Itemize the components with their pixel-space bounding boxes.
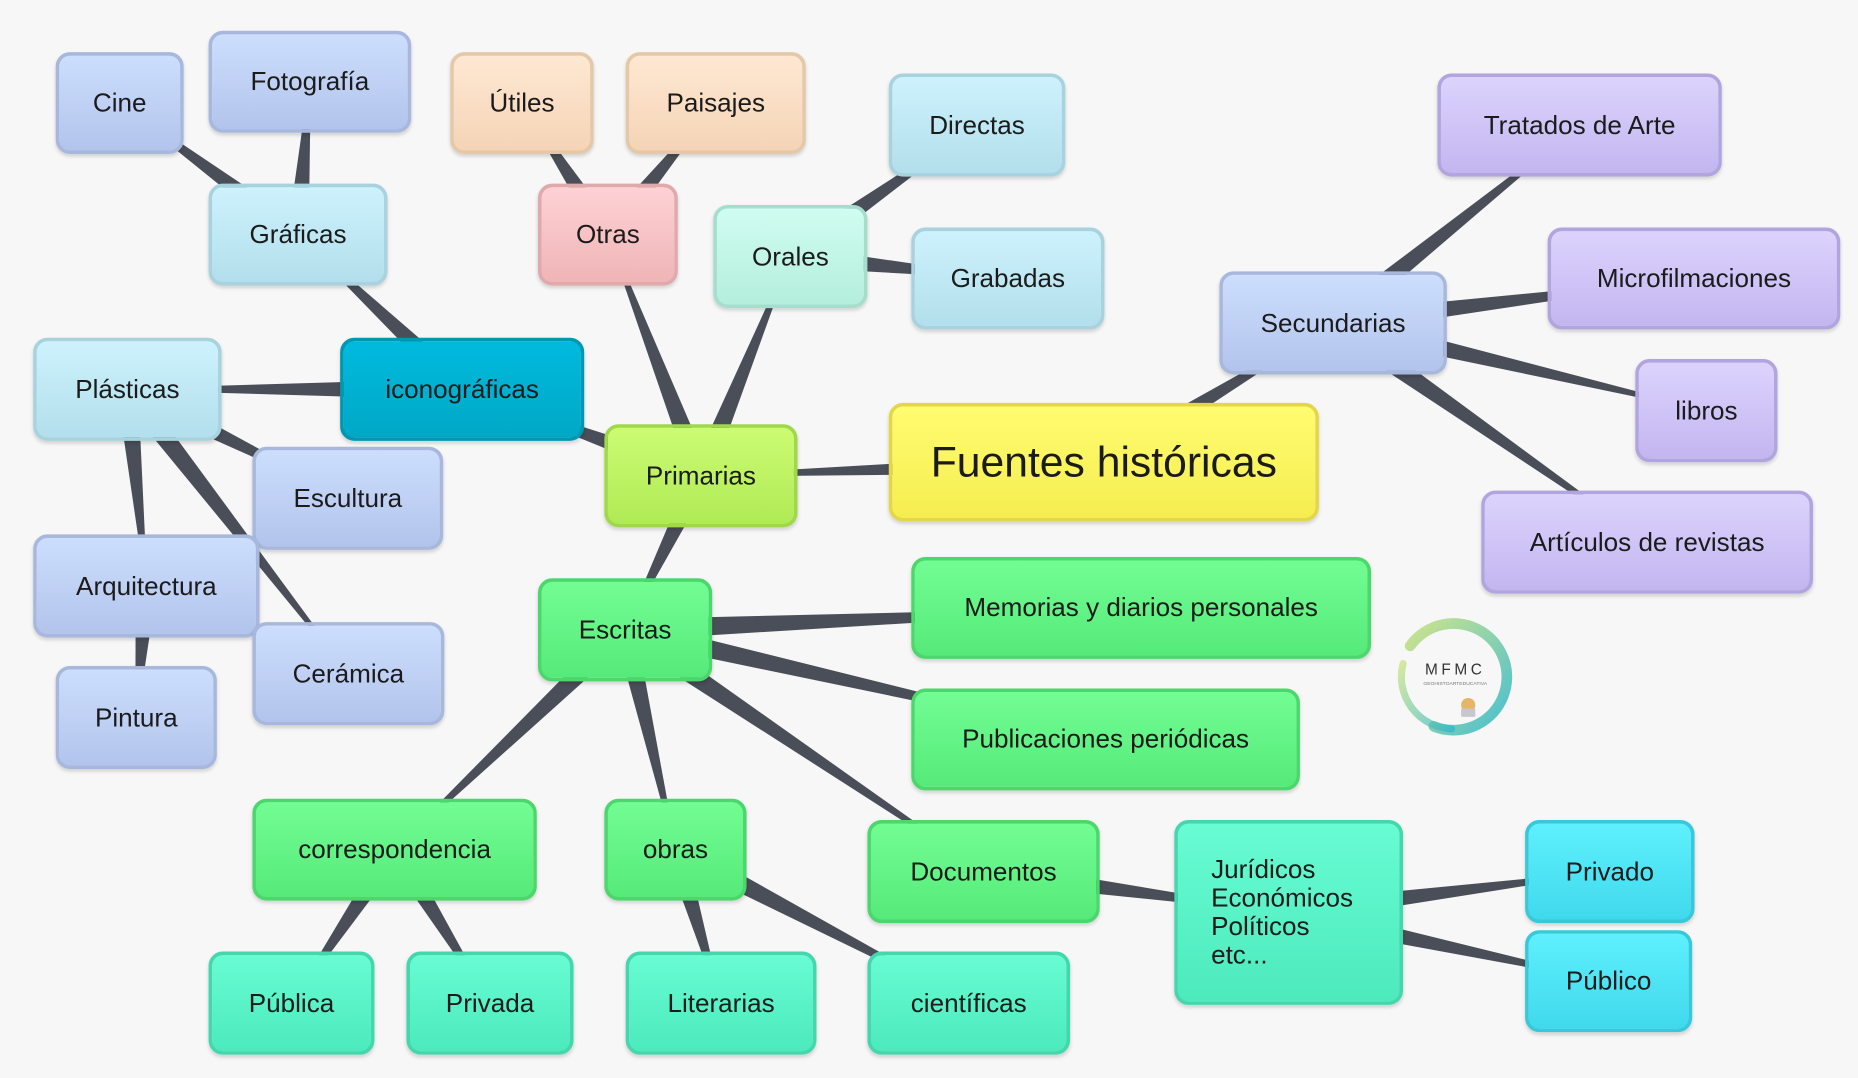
node-obras[interactable]: obras [604, 798, 747, 901]
node-primarias[interactable]: Primarias [604, 424, 798, 528]
node-memorias-y-diarios[interactable]: Memorias y diarios personales [911, 556, 1372, 659]
connector-escritas-obras [614, 627, 677, 850]
node-libros[interactable]: libros [1635, 359, 1778, 463]
node-orales[interactable]: Orales [713, 205, 868, 309]
node-secundarias[interactable]: Secundarias [1219, 271, 1447, 375]
node-microfilmaciones[interactable]: Microfilmaciones [1547, 227, 1841, 330]
node-ceramica[interactable]: Cerámica [252, 622, 445, 726]
node-cientificas[interactable]: científicas [867, 951, 1071, 1055]
connector-escritas-documentos [619, 620, 985, 873]
node-pintura[interactable]: Pintura [55, 665, 217, 770]
node-cine[interactable]: Cine [55, 52, 184, 155]
logo-text: MFMC [1425, 661, 1485, 678]
node-utiles[interactable]: Útiles [450, 52, 594, 155]
node-fuentes-historicas-root[interactable]: Fuentes históricas [888, 402, 1319, 522]
node-juridicos-economicos-politicos[interactable]: Jurídicos Económicos Políticos etc... [1174, 820, 1404, 1005]
node-paisajes[interactable]: Paisajes [625, 52, 806, 155]
mfmc-logo: MFMC GEOHISTOARTEDUCATIVA [1397, 618, 1513, 736]
node-publica[interactable]: Pública [208, 951, 375, 1055]
node-documentos[interactable]: Documentos [867, 820, 1100, 924]
node-articulos-de-revistas[interactable]: Artículos de revistas [1481, 490, 1814, 594]
avatar-icon [1461, 697, 1476, 713]
connector-plasticas-ceramica [118, 382, 350, 675]
node-grabadas[interactable]: Grabadas [911, 227, 1105, 330]
node-tratados-de-arte[interactable]: Tratados de Arte [1437, 73, 1722, 177]
node-privada[interactable]: Privada [406, 951, 574, 1055]
node-correspondencia[interactable]: correspondencia [252, 798, 537, 901]
node-iconograficas[interactable]: iconográficas [340, 337, 585, 441]
node-privado[interactable]: Privado [1525, 820, 1695, 924]
connector-primarias-otras [607, 234, 711, 480]
node-publico[interactable]: Público [1525, 930, 1693, 1033]
node-directas[interactable]: Directas [888, 73, 1066, 177]
node-escultura[interactable]: Escultura [252, 446, 444, 550]
node-fotografia[interactable]: Fotografía [208, 30, 412, 133]
logo-subtext: GEOHISTOARTEDUCATIVA [1423, 681, 1487, 687]
node-literarias[interactable]: Literarias [625, 951, 817, 1055]
node-plasticas[interactable]: Plásticas [33, 337, 222, 441]
connector-primarias-orales [691, 256, 792, 480]
node-otras[interactable]: Otras [537, 183, 678, 286]
node-graficas[interactable]: Gráficas [208, 183, 388, 286]
node-escritas[interactable]: Escritas [537, 578, 713, 682]
node-arquitectura[interactable]: Arquitectura [33, 534, 260, 638]
node-publicaciones-periodicas[interactable]: Publicaciones periódicas [911, 688, 1300, 791]
